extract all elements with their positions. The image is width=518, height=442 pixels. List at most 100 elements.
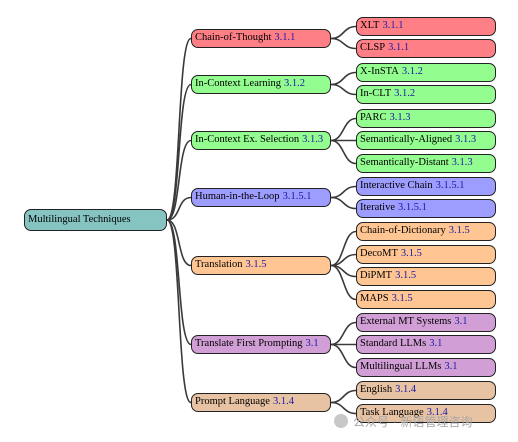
category-node-1-label: In-Context Learning	[195, 78, 282, 90]
leaf-node-0-0-label: XLT	[360, 20, 380, 32]
leaf-node-2-1-ref: 3.1.3	[455, 134, 477, 146]
leaf-node-3-0-label: Interactive Chain	[360, 180, 433, 192]
leaf-node-4-1-label: DecoMT	[360, 248, 398, 260]
edge-category-5-to-leaf-0	[330, 321, 357, 346]
leaf-node-5-0-label: External MT Systems	[360, 316, 452, 328]
leaf-node-6-0-ref: 3.1.4	[395, 384, 417, 396]
category-node-5-label: Translate First Prompting	[195, 338, 303, 350]
wechat-icon	[334, 414, 348, 428]
category-node-2-ref: 3.1.3	[302, 134, 324, 146]
edge-category-3-to-leaf-0	[330, 185, 357, 199]
leaf-node-5-2-ref: 3.1	[444, 361, 458, 373]
edge-category-1-to-leaf-1	[330, 83, 357, 96]
leaf-node-1-0-ref: 3.1.2	[401, 66, 423, 78]
watermark: 公众号 · 新语管理咨询	[334, 412, 514, 430]
edge-root-to-category-1	[166, 83, 192, 221]
edge-category-6-to-leaf-0	[330, 389, 357, 404]
category-node-0-ref: 3.1.1	[274, 32, 296, 44]
leaf-node-5-1-ref: 3.1	[429, 338, 443, 350]
category-node-2-label: In-Context Ex. Selection	[195, 134, 300, 146]
edge-category-0-to-leaf-1	[330, 37, 357, 50]
edge-root-to-category-5	[166, 219, 192, 346]
category-node-3-ref: 3.1.5.1	[282, 191, 312, 203]
category-node-4-ref: 3.1.5	[245, 259, 267, 271]
leaf-node-2-1-label: Semantically-Aligned	[360, 134, 453, 146]
edge-category-0-to-leaf-0	[330, 25, 357, 40]
category-node-1-ref: 3.1.2	[284, 78, 306, 90]
category-node-4-label: Translation	[195, 259, 243, 271]
edge-root-to-category-4	[166, 219, 192, 267]
leaf-node-4-2-label: DiPMT	[360, 270, 393, 282]
leaf-node-4-0-ref: 3.1.5	[448, 225, 470, 237]
edge-root-to-category-0	[166, 37, 192, 221]
category-node-6-label: Prompt Language	[195, 396, 270, 408]
leaf-node-2-0-label: PARC	[360, 112, 387, 124]
edge-category-2-to-leaf-2	[330, 139, 357, 165]
edge-category-1-to-leaf-0	[330, 71, 357, 86]
category-node-6-ref: 3.1.4	[272, 396, 294, 408]
leaf-node-1-0-label: X-InSTA	[360, 66, 399, 78]
leaf-node-0-0-ref: 3.1.1	[382, 20, 404, 32]
leaf-node-6-1-ref: 3.1.4	[426, 407, 448, 419]
leaf-node-3-1-ref: 3.1.5.1	[397, 202, 427, 214]
leaf-node-2-2-ref: 3.1.3	[451, 157, 473, 169]
leaf-node-4-3-ref: 3.1.5	[391, 293, 413, 305]
root-label: Multilingual Techniques	[28, 213, 131, 225]
leaf-node-3-0-ref: 3.1.5.1	[435, 180, 465, 192]
edge-category-4-to-leaf-3	[330, 264, 357, 301]
leaf-node-4-1-ref: 3.1.5	[400, 248, 422, 260]
leaf-node-4-0-label: Chain-of-Dictionary	[360, 225, 446, 237]
leaf-node-4-2-ref: 3.1.5	[395, 270, 417, 282]
leaf-node-5-0-ref: 3.1	[454, 316, 468, 328]
leaf-node-1-1-label: In-CLT	[360, 88, 392, 100]
edge-category-5-to-leaf-2	[330, 343, 357, 369]
leaf-node-3-1-label: Iterative	[360, 202, 395, 214]
leaf-node-2-0-ref: 3.1.3	[389, 112, 411, 124]
category-node-0-label: Chain-of-Thought	[195, 32, 272, 44]
leaf-node-6-1-label: Task Language	[360, 407, 424, 419]
edge-category-2-to-leaf-0	[330, 117, 357, 142]
category-node-3-label: Human-in-the-Loop	[195, 191, 280, 203]
leaf-node-0-1-label: CLSP	[360, 42, 386, 54]
root-node: Multilingual Techniques	[24, 209, 167, 231]
leaf-node-1-1-ref: 3.1.2	[394, 88, 416, 100]
watermark-text: 公众号 · 新语管理咨询	[353, 414, 473, 429]
leaf-node-5-1-label: Standard LLMs	[360, 338, 427, 350]
edge-root-to-category-3	[166, 196, 192, 221]
leaf-node-6-0-label: English	[360, 384, 393, 396]
leaf-node-2-2-label: Semantically-Distant	[360, 157, 449, 169]
edge-category-6-to-leaf-1	[330, 401, 357, 415]
edge-root-to-category-2	[166, 139, 192, 221]
category-node-5-ref: 3.1	[305, 338, 319, 350]
leaf-node-4-3-label: MAPS	[360, 293, 389, 305]
edge-root-to-category-6	[166, 219, 192, 404]
leaf-node-5-2-label: Multilingual LLMs	[360, 361, 442, 373]
leaf-node-0-1-ref: 3.1.1	[388, 42, 410, 54]
